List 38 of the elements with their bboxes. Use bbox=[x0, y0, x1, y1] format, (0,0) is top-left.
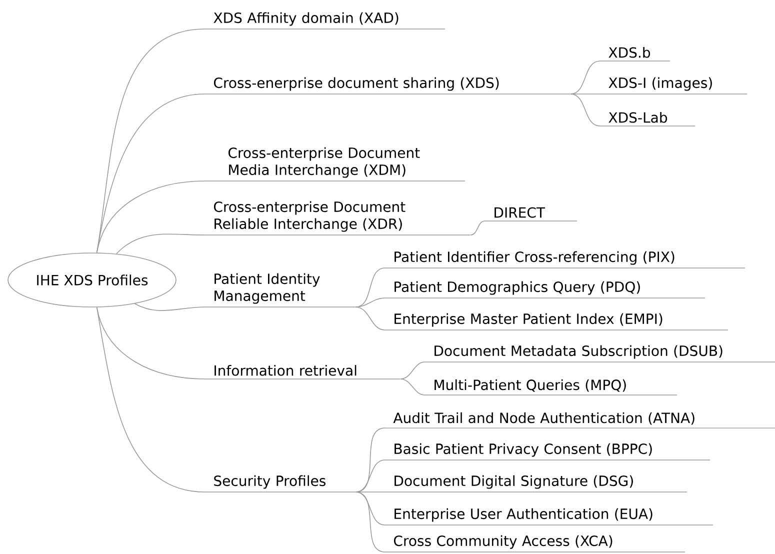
topic-label: Patient Identity Management bbox=[204, 273, 356, 308]
topic-label: Security Profiles bbox=[204, 475, 356, 492]
branch-line bbox=[134, 303, 206, 311]
topic-label: Audit Trail and Node Authentication (ATNA) bbox=[384, 412, 775, 428]
topic-label: Information retrieval bbox=[204, 364, 400, 380]
branch-line bbox=[570, 94, 600, 126]
branch-line bbox=[96, 180, 206, 254]
topic-label: XDS.b bbox=[600, 46, 670, 62]
branch-line bbox=[570, 60, 600, 94]
topic-label: XDS-Lab bbox=[600, 112, 696, 126]
topic-label: Enterprise User Authentication (EUA) bbox=[384, 508, 714, 526]
branch-line bbox=[355, 492, 386, 526]
topic-label: Patient Demographics Query (PDQ) bbox=[384, 281, 706, 298]
branch-line bbox=[470, 220, 486, 236]
branch-line bbox=[96, 28, 206, 254]
branch-line bbox=[355, 492, 386, 552]
topic-label: Patient Identifier Cross-referencing (PIX) bbox=[384, 251, 746, 268]
topic-label: Cross-enterprise Document Media Interchange (XDM) bbox=[204, 147, 466, 182]
branch-line bbox=[116, 234, 206, 254]
branch-line bbox=[96, 306, 206, 492]
topic-label: XDS Affinity domain (XAD) bbox=[204, 12, 446, 30]
branch-line bbox=[355, 268, 386, 308]
branch-line bbox=[400, 378, 426, 396]
topic-label: Cross Community Access (XCA) bbox=[384, 535, 686, 552]
branch-line bbox=[96, 306, 206, 380]
topic-label: Document Metadata Subscription (DSUB) bbox=[424, 345, 775, 362]
topic-label: Document Digital Signature (DSG) bbox=[384, 475, 688, 492]
branch-line bbox=[355, 460, 386, 492]
topic-label: XDS-I (images) bbox=[600, 77, 748, 94]
topic-label: DIRECT bbox=[484, 207, 578, 222]
branch-line bbox=[400, 362, 426, 380]
topic-label: Cross-enterprise Document Reliable Interchange (XDR) bbox=[204, 201, 470, 236]
topic-label: Basic Patient Privacy Consent (BPPC) bbox=[384, 443, 710, 460]
topic-label: Multi-Patient Queries (MPQ) bbox=[424, 379, 678, 396]
branch-line bbox=[355, 306, 386, 330]
topic-label: Enterprise Master Patient Index (EMPI) bbox=[384, 313, 728, 330]
branch-line bbox=[355, 298, 386, 308]
topic-label: Cross-enerprise document sharing (XDS) bbox=[204, 77, 570, 94]
